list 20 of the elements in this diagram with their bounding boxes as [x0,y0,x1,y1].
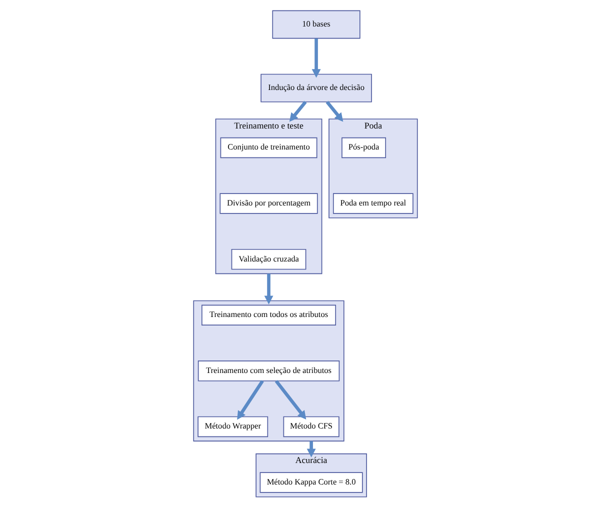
node-box: Treinamento com todos os atributos [201,304,336,326]
node-box: Pós-poda [341,137,386,158]
node-box: Método CFS [282,416,339,438]
node-box: Validação cruzada [230,248,306,270]
node-box: Poda em tempo real [332,193,413,214]
node-box: Conjunto de treinamento [220,137,317,158]
node-box: 10 bases [272,10,360,39]
arrow [325,100,343,122]
arrow [274,380,306,420]
arrow [306,441,316,458]
node-box: Indução da árvore de decisão [260,74,372,102]
cluster [192,300,344,442]
arrow [288,100,306,122]
node-box: Divisão por porcentagem [219,193,318,214]
node-box: Treinamento com seleção de atributos [197,360,340,382]
arrow [236,380,264,420]
arrow [311,38,320,78]
node-box: Método Kappa Corte = 8.0 [259,472,362,493]
arrow [264,274,273,304]
node-box: Método Wrapper [197,416,268,438]
